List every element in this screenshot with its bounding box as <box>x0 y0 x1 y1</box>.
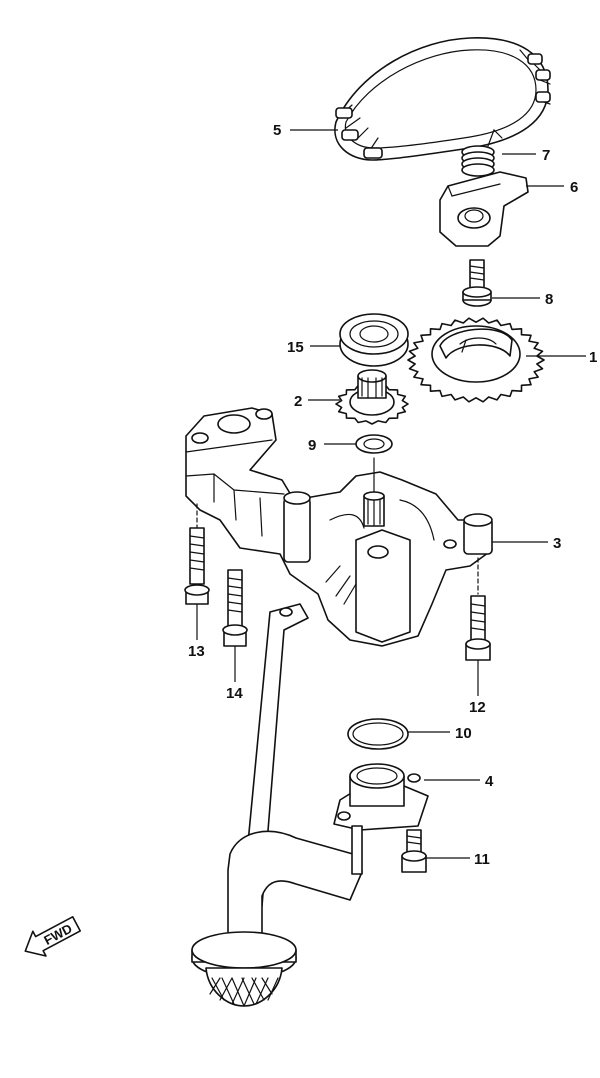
callout-2: 2 <box>294 393 302 410</box>
callout-14: 14 <box>226 685 243 702</box>
part-15-bearing <box>339 313 409 367</box>
part-10-o-ring <box>347 718 409 750</box>
callout-15: 15 <box>287 339 304 356</box>
part-14-bolt <box>222 569 248 647</box>
callout-labels: 5 7 6 8 1 15 2 9 3 10 4 11 12 13 14 <box>188 122 597 868</box>
fwd-direction-marker: FWD <box>24 916 82 957</box>
part-7-spring <box>461 128 503 177</box>
part-13-bolt <box>184 503 210 605</box>
callout-5: 5 <box>273 122 281 139</box>
part-11-bolt <box>401 829 427 873</box>
part-3-oil-pump-body <box>185 407 493 647</box>
callout-3: 3 <box>553 535 561 552</box>
part-8-shoulder-bolt <box>462 259 492 307</box>
part-2-small-sprocket <box>335 369 409 425</box>
part-12-bolt <box>465 557 491 661</box>
callout-11: 11 <box>474 851 490 868</box>
callout-10: 10 <box>455 725 472 742</box>
callout-9: 9 <box>308 437 316 454</box>
callout-6: 6 <box>570 179 578 196</box>
callout-12: 12 <box>469 699 486 716</box>
part-9-washer <box>355 434 393 454</box>
callout-8: 8 <box>545 291 553 308</box>
callout-4: 4 <box>485 773 494 790</box>
callout-1: 1 <box>589 349 597 366</box>
part-4-oil-strainer <box>191 603 429 1007</box>
part-1-sprocket <box>407 317 545 403</box>
fwd-label: FWD <box>41 921 74 948</box>
leader-lines <box>196 129 586 859</box>
callout-13: 13 <box>188 643 205 660</box>
part-5-chain <box>334 37 551 161</box>
part-6-chain-guide <box>439 171 529 247</box>
callout-7: 7 <box>542 147 550 164</box>
